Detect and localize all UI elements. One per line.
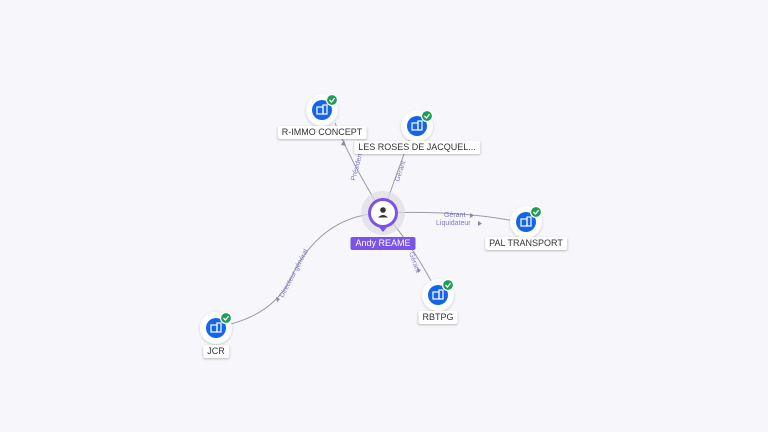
building-icon	[432, 289, 444, 300]
verified-check-icon	[441, 278, 455, 292]
person-icon	[378, 207, 388, 218]
verified-check-icon	[325, 93, 339, 107]
company-label-rbtpg[interactable]: RBTPG	[418, 311, 458, 324]
person-label-center[interactable]: Andy REAME	[350, 237, 416, 250]
edge-label-gerant-rbtpg: Gérant	[407, 251, 421, 274]
edge-label-president: Président	[350, 151, 364, 181]
building-icon	[411, 120, 423, 131]
building-icon	[210, 322, 222, 333]
company-label-jcr[interactable]: JCR	[203, 345, 229, 358]
company-node-roses[interactable]	[401, 109, 434, 142]
verified-check-icon	[529, 205, 543, 219]
company-node-jcr[interactable]	[200, 311, 233, 344]
edge-label-liquidateur: Liquidateur	[436, 220, 471, 227]
edge-label-gerant-pal: Gérant	[444, 212, 465, 219]
company-node-pal[interactable]	[510, 205, 543, 238]
person-node-center[interactable]	[361, 191, 405, 235]
company-label-rimmo[interactable]: R-IMMO CONCEPT	[277, 126, 367, 139]
company-node-rimmo[interactable]	[306, 93, 339, 126]
verified-check-icon	[219, 311, 233, 325]
edge-jcr: Directeur général	[216, 212, 384, 328]
company-label-roses[interactable]: LES ROSES DE JACQUEL...	[354, 141, 480, 154]
company-label-pal[interactable]: PAL TRANSPORT	[485, 237, 567, 250]
building-icon	[520, 216, 532, 227]
building-icon	[316, 104, 328, 115]
company-node-rbtpg[interactable]	[422, 278, 455, 311]
verified-check-icon	[420, 109, 434, 123]
edge-label-gerant-roses: Gérant	[394, 160, 407, 183]
edge-label-directeur: Directeur général	[279, 248, 311, 299]
